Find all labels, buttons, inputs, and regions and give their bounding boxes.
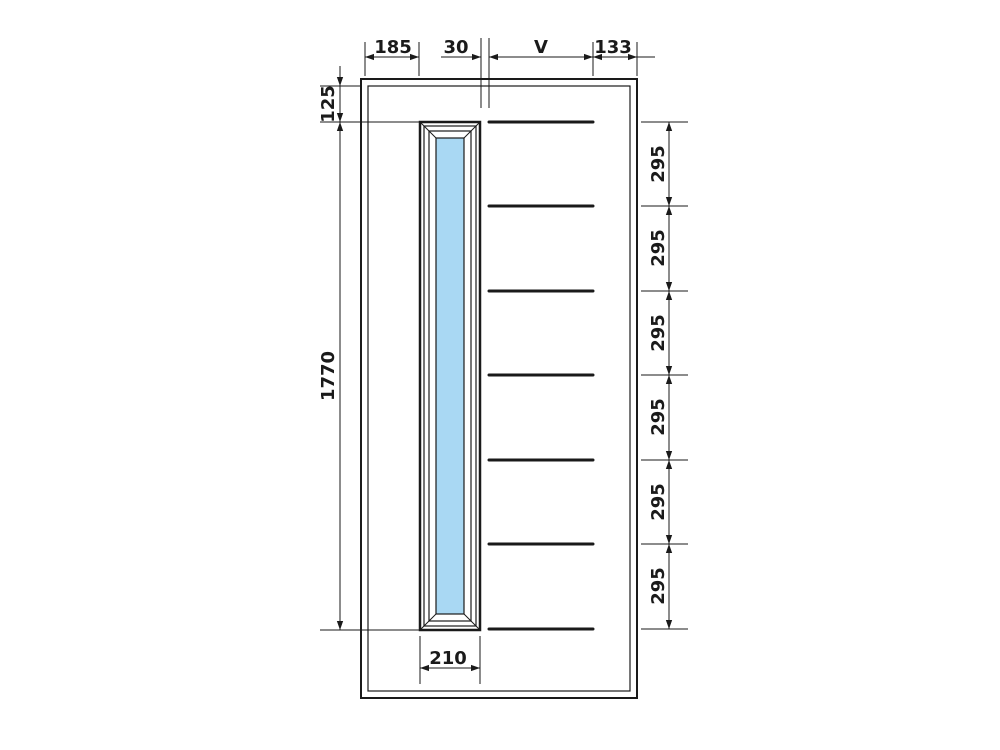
- top-dimensions: 185 30 V 133: [364, 37, 655, 108]
- dim-right-spacing-1: 295: [648, 145, 669, 183]
- grooves: [487, 120, 595, 631]
- dim-right-spacing-3: 295: [648, 314, 669, 352]
- dim-right-spacing-2: 295: [648, 229, 669, 267]
- bottom-dimensions: 210: [419, 636, 481, 684]
- dim-left-top-offset: 125: [318, 85, 339, 123]
- dim-top-right-margin: 133: [594, 37, 632, 58]
- dim-left-glass-height: 1770: [318, 351, 339, 401]
- glass-pane: [435, 137, 465, 615]
- dim-bottom-glass-width: 210: [429, 648, 467, 669]
- dim-right-spacing-4: 295: [648, 398, 669, 436]
- dim-top-left-margin: 185: [374, 37, 412, 58]
- dim-right-spacing-5: 295: [648, 483, 669, 521]
- door-outer-frame: [360, 78, 638, 699]
- door-inner-frame: [367, 85, 631, 692]
- dim-right-spacing-6: 295: [648, 567, 669, 605]
- glass-panel: [418, 120, 482, 632]
- left-dimensions: 125 1770: [318, 66, 420, 631]
- dim-top-groove-width: V: [534, 37, 548, 58]
- right-dimensions: 295 295 295 295 295 295: [641, 121, 688, 630]
- dim-top-gap: 30: [443, 37, 468, 58]
